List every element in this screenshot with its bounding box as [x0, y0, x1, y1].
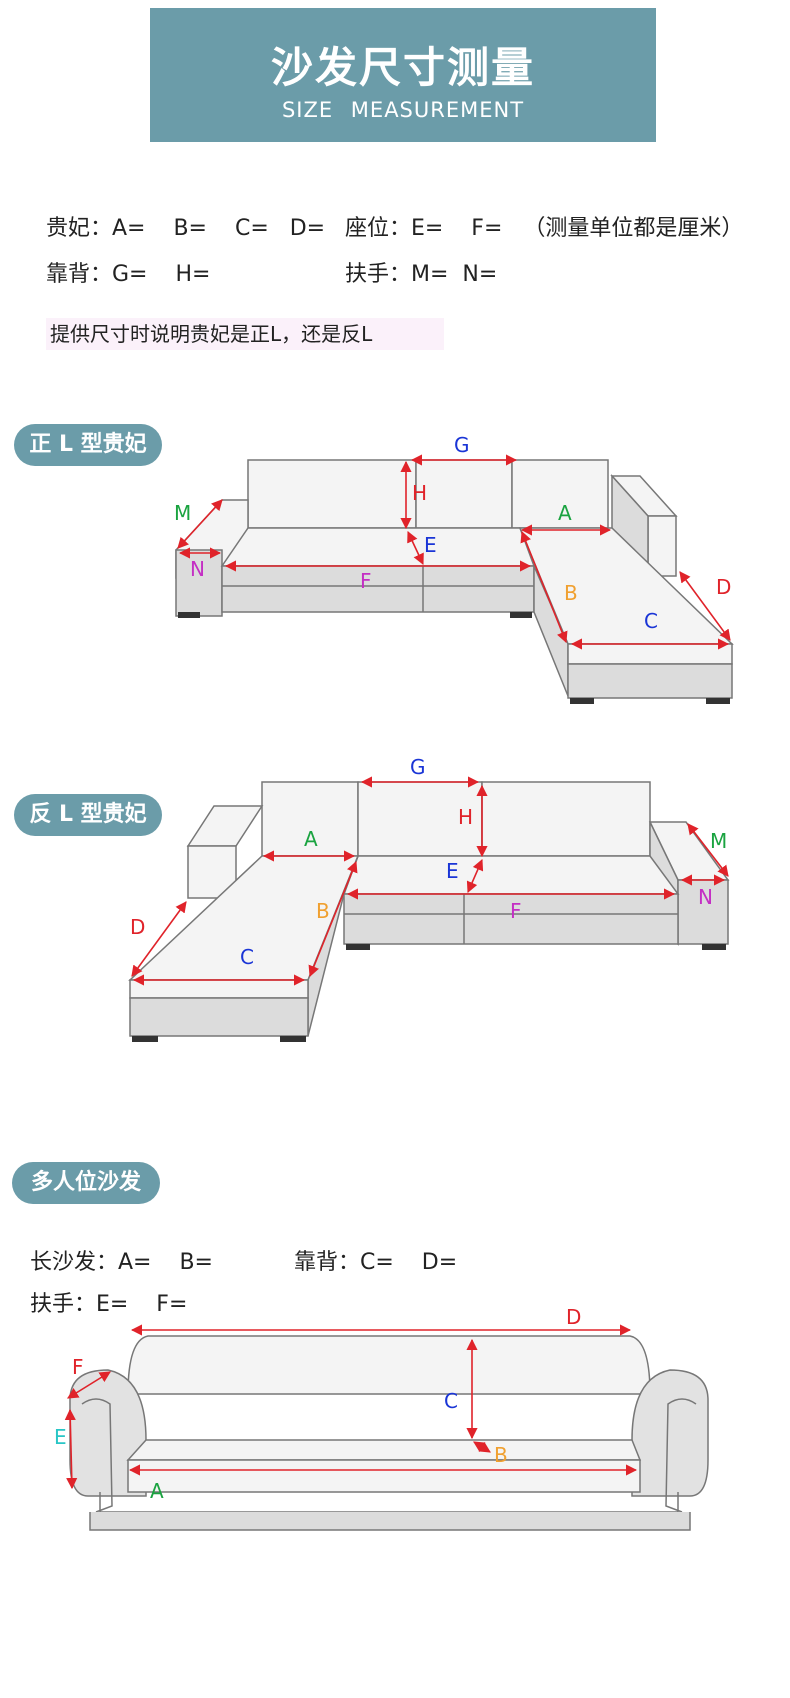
- label-c: C: [240, 945, 254, 969]
- page-subtitle: SIZE MEASUREMENT: [281, 98, 525, 122]
- label-d: D: [130, 915, 145, 939]
- section-right-l-label: 反 L 型贵妃: [14, 794, 162, 836]
- label-c: C: [644, 609, 658, 633]
- label-b: B: [316, 899, 330, 923]
- section-multi-seat-label: 多人位沙发: [12, 1162, 160, 1204]
- label-a: A: [558, 501, 572, 525]
- label-a: A: [150, 1479, 164, 1503]
- seat-measure-line: 座位：E= F= （测量单位都是厘米）: [345, 216, 744, 241]
- label-d: D: [566, 1305, 581, 1329]
- label-e: E: [446, 859, 459, 883]
- armrest-measure-line: 扶手：M= N=: [345, 262, 498, 287]
- label-a: A: [304, 827, 318, 851]
- section-left-l-label: 正 L 型贵妃: [14, 424, 162, 466]
- label-c: C: [444, 1389, 458, 1413]
- label-n: N: [190, 557, 205, 581]
- chaise-measure-line: 贵妃：A= B= C= D=: [46, 216, 326, 241]
- label-m: M: [174, 501, 191, 525]
- label-h: H: [458, 805, 473, 829]
- label-b: B: [494, 1443, 508, 1467]
- label-e: E: [424, 533, 437, 557]
- label-d: D: [716, 575, 731, 599]
- backrest-measure-line-2: 靠背：C= D=: [294, 1250, 458, 1275]
- long-sofa-measure-line: 长沙发：A= B=: [30, 1250, 213, 1275]
- header-banner: 沙发尺寸测量 SIZE MEASUREMENT: [150, 8, 656, 142]
- backrest-measure-line: 靠背：G= H=: [46, 262, 211, 287]
- armrest-measure-line-2: 扶手：E= F=: [30, 1292, 188, 1317]
- label-f: F: [360, 569, 372, 593]
- label-f: F: [72, 1355, 84, 1379]
- orientation-note: 提供尺寸时说明贵妃是正L，还是反L: [46, 318, 444, 350]
- label-g: G: [454, 433, 470, 457]
- label-e: E: [54, 1425, 67, 1449]
- label-h: H: [412, 481, 427, 505]
- label-n: N: [698, 885, 713, 909]
- label-f: F: [510, 899, 522, 923]
- page-title: 沙发尺寸测量: [270, 43, 535, 92]
- label-g: G: [410, 755, 426, 779]
- label-m: M: [710, 829, 727, 853]
- label-b: B: [564, 581, 578, 605]
